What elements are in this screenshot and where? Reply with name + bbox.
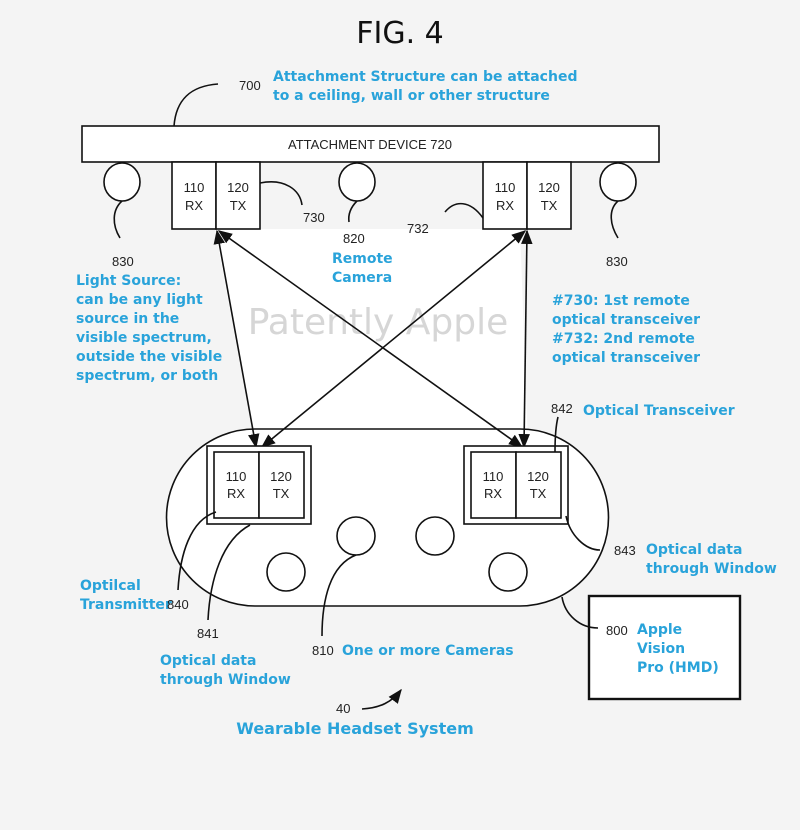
rx-label: RX	[484, 486, 502, 501]
leader-843	[565, 515, 601, 551]
rx-number: 110	[226, 469, 247, 484]
leader-841	[207, 524, 251, 621]
note-line: outside the visible	[76, 349, 222, 365]
ref-810: 810	[312, 643, 334, 658]
attachment-device-label: ATTACHMENT DEVICE 720	[288, 137, 452, 152]
rx-label: RX	[227, 486, 245, 501]
note-line: visible spectrum,	[76, 330, 212, 346]
leader-732	[444, 202, 484, 219]
light-source-right	[599, 162, 637, 202]
remote-camera-label-line1: Remote	[332, 251, 393, 267]
note-line: #732: 2nd remote	[552, 331, 695, 347]
leader-842	[554, 416, 559, 453]
remote-transceiver-732: 110 RX 120 TX	[482, 161, 572, 230]
ref-700: 700	[239, 78, 261, 93]
hmd-box	[587, 594, 742, 701]
leader-810	[321, 554, 357, 637]
system-arrow	[361, 688, 402, 710]
tx-label: TX	[541, 198, 558, 213]
hmd-label-line2: Vision	[637, 641, 685, 657]
figure-title: FIG. 4	[356, 16, 444, 51]
window-left-label-line2: through Window	[160, 672, 291, 688]
leader-830-right	[610, 200, 619, 239]
remote-camera-label-line2: Camera	[332, 270, 392, 286]
leader-830-left	[113, 200, 123, 239]
ref-820: 820	[343, 231, 365, 246]
ref-40: 40	[336, 701, 350, 716]
link-arrow-732-left	[260, 230, 527, 448]
tx-label: TX	[530, 486, 547, 501]
headset-transceiver-right: 110 RX 120 TX	[463, 445, 569, 525]
rx-number: 110	[483, 469, 504, 484]
transceiver-note: #730: 1st remote optical transceiver #73…	[552, 293, 700, 366]
hmd-label-line3: Pro (HMD)	[637, 660, 719, 676]
ref-830-left: 830	[112, 254, 134, 269]
note-line: Light Source:	[76, 273, 181, 289]
remote-transceiver-730: 110 RX 120 TX	[171, 161, 261, 230]
tx-number: 120	[227, 180, 249, 195]
camera-icon	[336, 516, 376, 556]
leader-820	[347, 200, 358, 223]
ref-842: 842	[551, 401, 573, 416]
optical-transmitter-label-line1: Optilcal	[80, 578, 141, 594]
rx-number: 110	[184, 180, 205, 195]
ref-841: 841	[197, 626, 219, 641]
window-left-label-line1: Optical data	[160, 653, 256, 669]
ref-800: 800	[606, 623, 628, 638]
window-right-label-line2: through Window	[646, 561, 777, 577]
window-right-label-line1: Optical data	[646, 542, 742, 558]
remote-camera-820	[338, 162, 376, 202]
note-line: #730: 1st remote	[552, 293, 690, 309]
rx-label: RX	[496, 198, 514, 213]
tx-label: TX	[230, 198, 247, 213]
note-line: spectrum, or both	[76, 368, 218, 384]
note-line: optical transceiver	[552, 350, 700, 366]
light-source-note: Light Source: can be any light source in…	[76, 273, 222, 384]
tx-number: 120	[538, 180, 560, 195]
note-line: can be any light	[76, 292, 203, 308]
hmd-label-line1: Apple	[637, 622, 682, 638]
note-line: source in the	[76, 311, 179, 327]
ref-840: 840	[167, 597, 189, 612]
attachment-device-720	[81, 125, 660, 163]
ref-843: 843	[614, 543, 636, 558]
ref-732: 732	[407, 221, 429, 236]
optical-transmitter-label-line2: Transmitter	[80, 597, 172, 613]
camera-icon	[266, 552, 306, 592]
headset-transceiver-left: 110 RX 120 TX	[206, 445, 312, 525]
watermark: Patently Apple	[248, 302, 509, 343]
rx-label: RX	[185, 198, 203, 213]
attachment-note-line1: Attachment Structure can be attached	[273, 69, 577, 85]
link-arrow-732-right	[518, 229, 533, 449]
attachment-note-line2: to a ceiling, wall or other structure	[273, 88, 550, 104]
system-label: Wearable Headset System	[236, 719, 474, 738]
ref-730: 730	[303, 210, 325, 225]
optical-transceiver-label: Optical Transceiver	[583, 403, 735, 419]
leader-730	[259, 181, 303, 206]
light-source-left	[103, 162, 141, 202]
tx-label: TX	[273, 486, 290, 501]
ref-830-right: 830	[606, 254, 628, 269]
camera-icon	[415, 516, 455, 556]
leader-840	[177, 511, 217, 591]
camera-icon	[488, 552, 528, 592]
rx-number: 110	[495, 180, 516, 195]
tx-number: 120	[527, 469, 549, 484]
leader-700	[173, 83, 219, 127]
cameras-label: One or more Cameras	[342, 643, 514, 659]
note-line: optical transceiver	[552, 312, 700, 328]
tx-number: 120	[270, 469, 292, 484]
leader-800	[561, 596, 599, 629]
